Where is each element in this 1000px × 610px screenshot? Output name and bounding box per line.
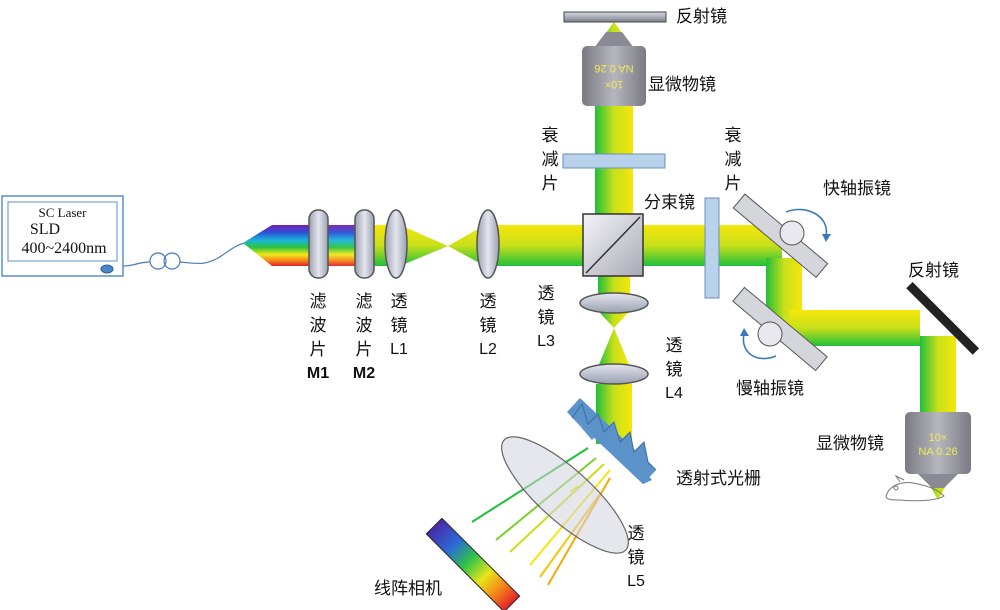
lens-l3 xyxy=(579,292,649,314)
objective-right-spec-a: 10× xyxy=(928,432,948,444)
mirror-right xyxy=(906,281,980,355)
label-attenuator-left: 衰减片 xyxy=(541,126,559,194)
objective-right xyxy=(905,412,971,488)
attenuator-left xyxy=(562,153,666,169)
diverge-cone-l2 xyxy=(448,225,485,266)
line-camera xyxy=(425,517,521,610)
mouse-sample xyxy=(885,474,945,502)
slow-galvo xyxy=(732,286,828,372)
label-lens-l3: 透镜 L3 xyxy=(537,284,555,350)
source-model: SLD xyxy=(29,221,61,238)
label-mirror-right: 反射镜 xyxy=(908,261,959,281)
source-range: 400~2400nm xyxy=(21,240,107,257)
lens-l2 xyxy=(476,209,500,279)
label-objective-right: 显微物镜 xyxy=(816,434,884,454)
optical-fiber xyxy=(122,242,246,270)
filter-m1 xyxy=(308,209,329,279)
cone-l4 xyxy=(598,328,630,367)
label-lens-l5: 透镜 L5 xyxy=(627,524,645,590)
beam-splitter-cube xyxy=(582,213,644,277)
label-objective-top: 显微物镜 xyxy=(648,75,716,95)
light-source xyxy=(1,195,124,277)
beam-detection-arm xyxy=(598,276,630,296)
lens-l5 xyxy=(501,436,629,554)
label-lens-l4: 透镜 L4 xyxy=(665,336,683,402)
objective-top xyxy=(582,32,646,106)
label-fast-galvo: 快轴振镜 xyxy=(823,179,891,199)
fast-galvo xyxy=(732,193,831,279)
filter-m2 xyxy=(354,209,375,279)
cone-l3 xyxy=(600,313,628,328)
label-slow-galvo: 慢轴振镜 xyxy=(736,379,804,399)
lens-l4 xyxy=(579,363,649,385)
label-camera: 线阵相机 xyxy=(374,579,442,599)
objective-right-spec-b: NA 0.26 xyxy=(918,446,958,458)
label-filter-m2: 滤波片 M2 xyxy=(352,292,376,382)
label-attenuator-right: 衰减片 xyxy=(724,126,742,194)
label-filter-m1: 滤波片 M1 xyxy=(306,292,330,382)
transmission-grating xyxy=(567,398,657,484)
source-brand: SC Laser xyxy=(38,205,87,220)
beam-to-splitter xyxy=(485,225,585,266)
attenuator-right xyxy=(704,197,720,299)
lens-l1 xyxy=(384,209,408,279)
label-lens-l1: 透镜 L1 xyxy=(390,292,408,358)
beam-to-mirror xyxy=(790,310,920,346)
label-mirror-top: 反射镜 xyxy=(676,7,727,27)
objective-top-spec-a: 10× xyxy=(604,78,624,90)
mirror-top xyxy=(563,11,667,23)
objective-top-spec-b: NA 0.26 xyxy=(594,62,634,74)
focus-cone-l1 xyxy=(400,225,448,266)
beam-sample-arm xyxy=(920,336,956,424)
label-grating: 透射式光栅 xyxy=(676,469,761,489)
label-beamsplitter: 分束镜 xyxy=(644,193,695,213)
label-lens-l2: 透镜 L2 xyxy=(479,292,497,358)
